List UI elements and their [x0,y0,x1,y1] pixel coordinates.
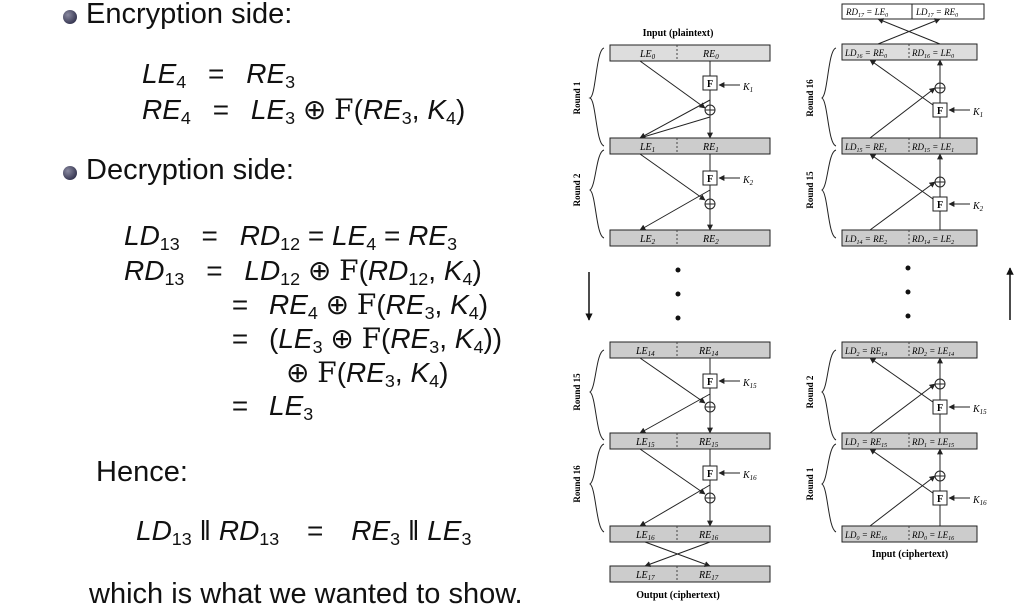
svg-text:F: F [707,469,713,480]
svg-text:LD1 = RE15: LD1 = RE15 [844,437,887,449]
enc-key-1: K1 [742,82,753,94]
dec-register-14: LD14 = RE2 RD14 = LE2 [841,229,978,247]
bullet-icon [63,10,77,24]
enc-key-2: K2 [742,175,754,187]
ellipsis-dot [675,267,681,273]
svg-text:F: F [937,403,943,414]
dec-eq-2: RD13=LD12 ⊕ F(RD12, K4) [124,254,482,290]
svg-text:F: F [707,174,713,185]
dec-round-label: Round 15 [805,171,815,209]
dec-register-17: RD17 = LE0 LD17 = RE0 [841,3,985,20]
enc-f-boxes: F F F F [702,75,718,504]
feistel-diagram: Input (plaintext) LE0 RE0 LE1 RE1 LE2 RE… [572,3,1014,601]
svg-text:LD17 = RE0: LD17 = RE0 [915,7,958,19]
ellipsis-dot [905,313,911,319]
enc-register-16: LE16 RE16 [609,525,771,543]
dec-key-16: K16 [972,495,987,507]
enc-output-label: Output (ciphertext) [636,590,720,601]
svg-text:F: F [937,200,943,211]
dec-register-15: LD15 = RE1 RD15 = LE1 [841,137,978,155]
dec-round-label: Round 16 [805,79,815,117]
svg-text:LD15 = RE1: LD15 = RE1 [844,142,887,154]
svg-text:RD17 = LE0: RD17 = LE0 [845,7,888,19]
svg-text:F: F [707,79,713,90]
ellipsis-dot [675,291,681,297]
enc-register-1: LE1 RE1 [609,137,771,155]
enc-register-14: LE14 RE14 [609,341,771,359]
svg-text:RE1: RE1 [702,142,719,154]
decryption-heading: Decryption side: [86,154,294,186]
final-eq: LD13 ‖ RD13=RE3 ‖ LE3 [136,515,472,550]
enc-register-2: LE2 RE2 [609,229,771,247]
svg-text:LD16 = RE0: LD16 = RE0 [844,48,887,60]
dec-register-1: LD1 = RE15 RD1 = LE15 [841,432,978,450]
svg-text:RE2: RE2 [702,234,719,246]
dec-eq-6: =LE3 [231,390,314,425]
svg-text:RD2 = LE14: RD2 = LE14 [911,346,954,358]
enc-input-label: Input (plaintext) [643,28,714,39]
enc-register-17: LE17 RE17 [609,565,771,583]
enc-register-15: LE15 RE15 [609,432,771,450]
svg-text:LD14 = RE2: LD14 = RE2 [844,234,887,246]
dec-round-label: Round 2 [805,375,815,408]
enc-register-0: LE0 RE0 [609,44,771,62]
svg-text:F: F [707,377,713,388]
dec-key-2: K2 [972,201,984,213]
enc-eq-1: LE4=RE3 [142,58,296,93]
svg-text:LD2 = RE14: LD2 = RE14 [844,346,887,358]
dec-key-1: K1 [972,107,983,119]
svg-text:RE0: RE0 [702,49,719,61]
svg-text:LE1: LE1 [639,142,655,154]
svg-text:RD1 = LE15: RD1 = LE15 [911,437,954,449]
svg-text:RD15 = LE1: RD15 = LE1 [911,142,954,154]
enc-eq-2: RE4=LE3 ⊕ F(RE3, K4) [142,93,466,129]
dec-register-16: LD16 = RE0 RD16 = LE0 [841,43,978,61]
bullet-icon [63,166,77,180]
conclusion-text: which is what we wanted to show. [89,578,523,610]
dec-f-boxes: F F F F [932,82,948,506]
hence-label: Hence: [96,456,188,488]
ellipsis-dot [905,265,911,271]
svg-text:LD0 = RE16: LD0 = RE16 [844,530,887,542]
svg-text:RD14 = LE2: RD14 = LE2 [911,234,954,246]
dec-register-2: LD2 = RE14 RD2 = LE14 [841,341,978,359]
enc-round-label: Round 1 [572,81,582,114]
svg-text:LE0: LE0 [639,49,656,61]
svg-text:F: F [937,494,943,505]
dec-key-15: K15 [972,404,987,416]
enc-round-label: Round 15 [572,373,582,411]
dec-eq-1: LD13=RD12 = LE4 = RE3 [124,220,458,255]
svg-text:RD16 = LE0: RD16 = LE0 [911,48,954,60]
enc-round-label: Round 16 [572,465,582,503]
enc-key-15: K15 [742,378,757,390]
ellipsis-dot [675,315,681,321]
svg-text:LE2: LE2 [639,234,656,246]
dec-round-label: Round 1 [805,467,815,500]
svg-text:RD0 = LE16: RD0 = LE16 [911,530,954,542]
encryption-heading: Encryption side: [86,0,293,30]
dec-eq-4: =(LE3 ⊕ F(RE3, K4)) [231,322,503,358]
ellipsis-dot [905,289,911,295]
dec-eq-5: ⊕ F(RE3, K4) [286,356,449,392]
enc-key-16: K16 [742,470,757,482]
enc-round-label: Round 2 [572,173,582,206]
dec-register-0: LD0 = RE16 RD0 = LE16 [841,525,978,543]
dec-eq-3: =RE4 ⊕ F(RE3, K4) [231,288,489,324]
svg-text:F: F [937,106,943,117]
dec-input-label: Input (ciphertext) [872,549,948,560]
